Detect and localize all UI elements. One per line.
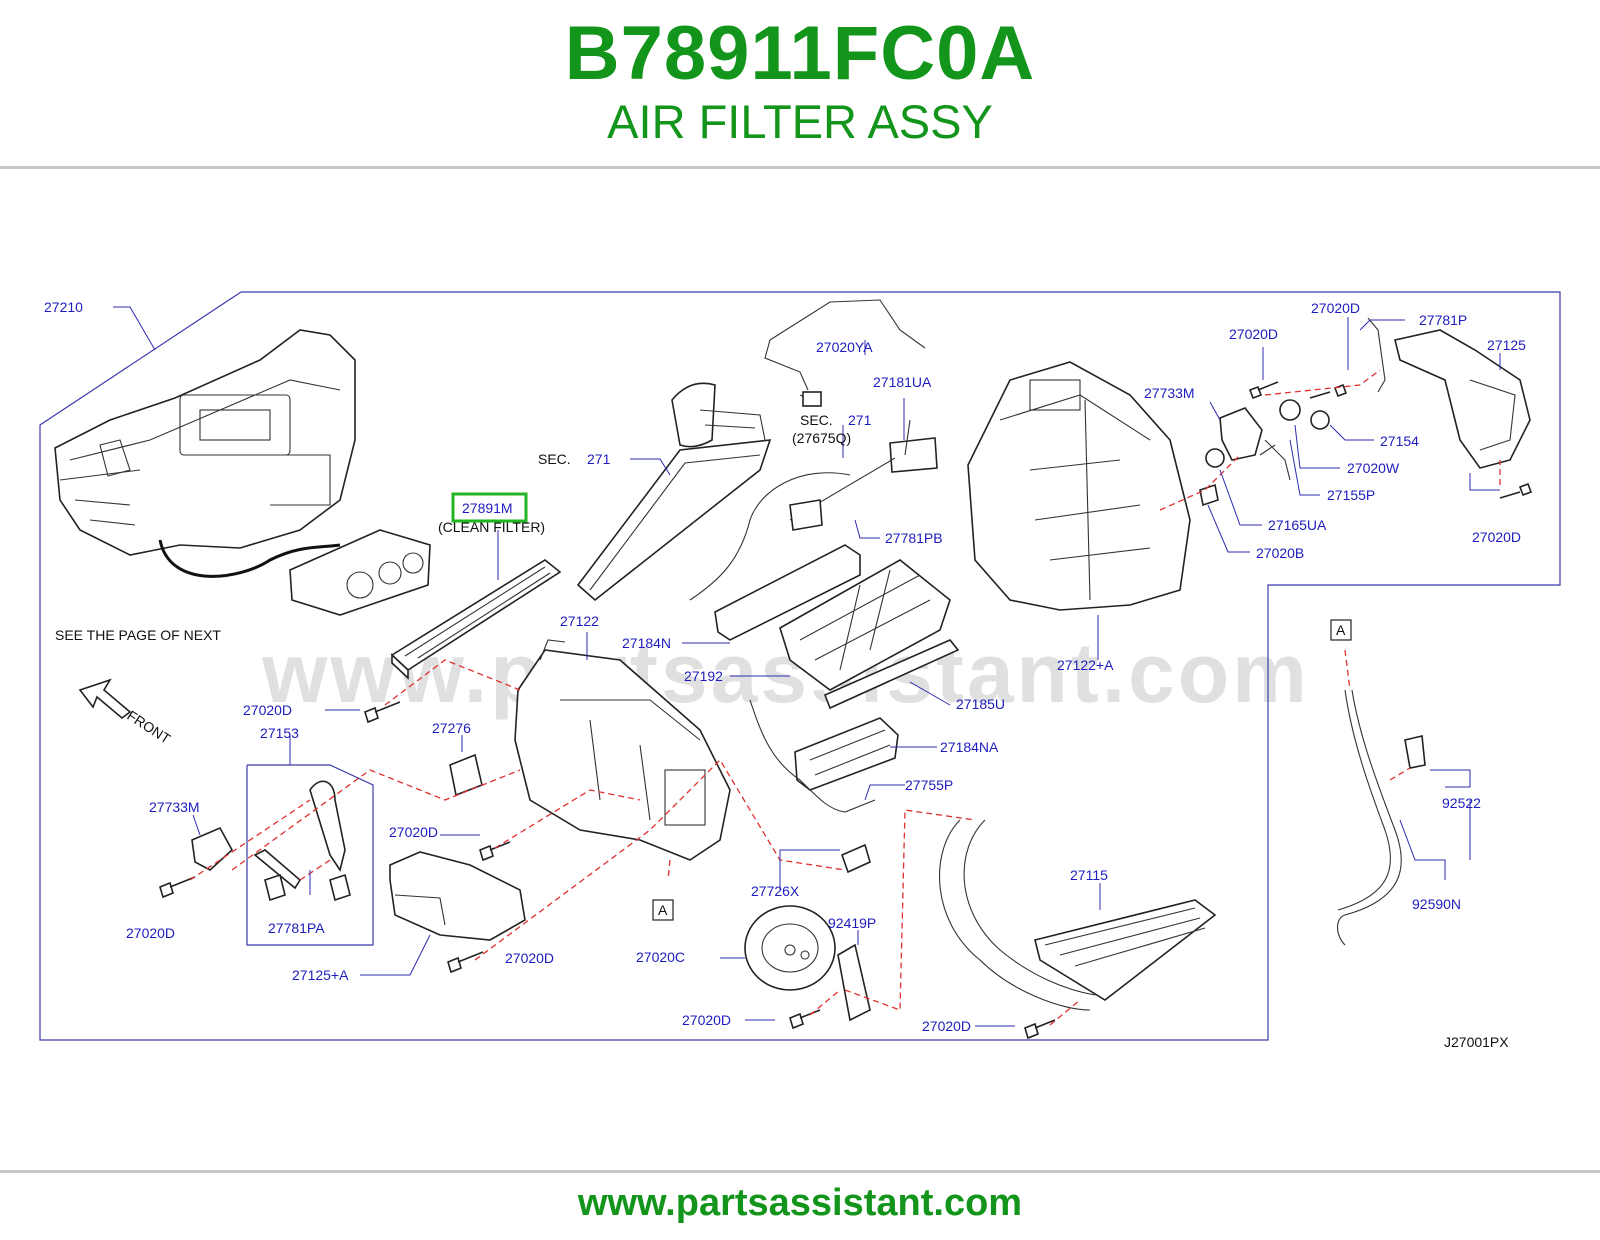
front-arrow <box>78 678 132 720</box>
footer-divider <box>0 1170 1600 1173</box>
callout-92522[interactable]: 92522 <box>1442 795 1481 811</box>
intake-unit-27122-drawing <box>514 639 731 861</box>
part-callouts: 27210 27891M 27020D 27153 27733M 27020D … <box>44 299 1526 1034</box>
sensor-27276-drawing <box>449 753 483 797</box>
callout-27733m-2[interactable]: 27733M <box>1144 385 1195 401</box>
clip-27726x-drawing <box>840 843 871 874</box>
ref-box-a-lower <box>652 899 674 921</box>
callout-27020c[interactable]: 27020C <box>636 949 685 965</box>
evaporator-drawing <box>576 382 772 602</box>
motor-27020c-drawing <box>744 905 871 1022</box>
callout-27115[interactable]: 27115 <box>1070 867 1108 883</box>
callout-27020d-2[interactable]: 27020D <box>126 925 175 941</box>
callout-27020d-3[interactable]: 27020D <box>389 824 438 840</box>
part-name-subtitle: AIR FILTER ASSY <box>607 95 993 148</box>
callout-27210[interactable]: 27210 <box>44 299 83 315</box>
sec2-number[interactable]: 271 <box>848 412 872 428</box>
heater-unit-27122a-drawing <box>967 361 1191 611</box>
callout-92419p[interactable]: 92419P <box>828 915 876 931</box>
callout-27726x[interactable]: 27726X <box>751 883 800 899</box>
control-unit-drawing <box>289 529 431 616</box>
callout-27733m-1[interactable]: 27733M <box>149 799 200 815</box>
sec2-label: SEC. <box>800 412 833 428</box>
callout-27020d-5[interactable]: 27020D <box>682 1012 731 1028</box>
callout-27153[interactable]: 27153 <box>260 725 299 741</box>
callout-27181ua[interactable]: 27181UA <box>873 374 932 390</box>
callout-27781pb[interactable]: 27781PB <box>885 530 943 546</box>
callout-27755p[interactable]: 27755P <box>905 777 953 793</box>
front-label: FRONT <box>124 707 174 747</box>
heater-unit-assy-drawing <box>54 329 356 578</box>
callout-27125[interactable]: 27125 <box>1487 337 1526 353</box>
diagram-frame <box>39 291 1561 1041</box>
sensor-27181ua-drawing <box>689 419 938 601</box>
callout-27125a[interactable]: 27125+A <box>292 967 349 983</box>
bolts-drawing <box>159 381 1533 1040</box>
actuator-right-drawing <box>1199 317 1531 507</box>
callout-27155p[interactable]: 27155P <box>1327 487 1375 503</box>
group-box-27153 <box>246 764 374 946</box>
header-divider <box>0 166 1600 169</box>
foot-duct-27125a-drawing <box>389 851 526 941</box>
footer-site-url[interactable]: www.partsassistant.com <box>577 1182 1023 1224</box>
door-assemblies-drawing <box>714 544 960 813</box>
callout-27020b[interactable]: 27020B <box>1256 545 1304 561</box>
highlight-box <box>451 492 528 523</box>
see-next-page-note: SEE THE PAGE OF NEXT <box>55 627 221 643</box>
callout-27020d-1[interactable]: 27020D <box>243 702 292 718</box>
callout-27891m[interactable]: 27891M <box>462 500 513 516</box>
leader-lines <box>113 306 1501 1027</box>
pipe-92590n-drawing <box>1336 689 1426 946</box>
connector-27020ya <box>802 391 822 407</box>
callout-27184n[interactable]: 27184N <box>622 635 671 651</box>
callout-27165ua[interactable]: 27165UA <box>1268 517 1327 533</box>
alignment-lines <box>189 369 1501 1026</box>
callout-27154[interactable]: 27154 <box>1380 433 1419 449</box>
callout-27122a[interactable]: 27122+A <box>1057 657 1114 673</box>
callout-27020d-6[interactable]: 27020D <box>922 1018 971 1034</box>
callout-27020d-4[interactable]: 27020D <box>505 950 554 966</box>
callout-27184na[interactable]: 27184NA <box>940 739 999 755</box>
callout-27781pa[interactable]: 27781PA <box>268 920 325 936</box>
callout-27020ya[interactable]: 27020YA <box>816 339 873 355</box>
callout-27122[interactable]: 27122 <box>560 613 599 629</box>
ref-a-right: A <box>1336 622 1346 638</box>
callout-27185u[interactable]: 27185U <box>956 696 1005 712</box>
sec2-ref: (27675Q) <box>792 430 851 446</box>
sec-number[interactable]: 271 <box>587 451 611 467</box>
callout-27020w[interactable]: 27020W <box>1347 460 1400 476</box>
callout-27020d-7[interactable]: 27020D <box>1229 326 1278 342</box>
air-filter-drawing <box>390 559 562 680</box>
ref-a-lower: A <box>658 902 668 918</box>
callout-92590n[interactable]: 92590N <box>1412 896 1461 912</box>
callout-27192[interactable]: 27192 <box>684 668 723 684</box>
callout-27276[interactable]: 27276 <box>432 720 471 736</box>
heater-core-drawing <box>938 819 1217 1011</box>
callout-27020d-8[interactable]: 27020D <box>1311 300 1360 316</box>
left-group-parts-drawing <box>191 780 351 902</box>
part-number-title: B78911FC0A <box>564 11 1036 96</box>
ref-box-a-right <box>1330 619 1352 641</box>
sec-label: SEC. <box>538 451 571 467</box>
callout-27020d-9[interactable]: 27020D <box>1472 529 1521 545</box>
drawing-code: J27001PX <box>1444 1034 1509 1050</box>
clean-filter-note: (CLEAN FILTER) <box>438 519 545 535</box>
callout-27781p[interactable]: 27781P <box>1419 312 1467 328</box>
